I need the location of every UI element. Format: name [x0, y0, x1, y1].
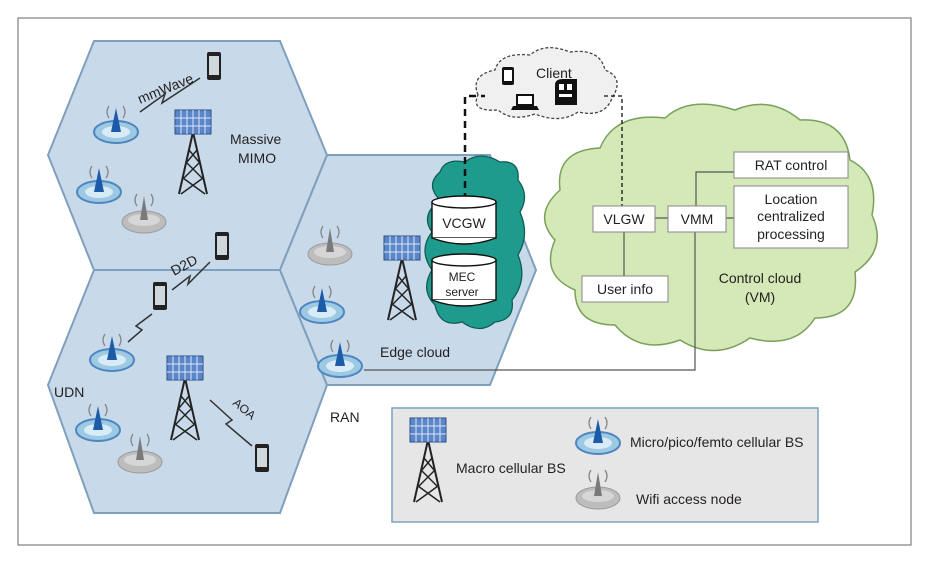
control-cloud-label-line1: Control cloud	[719, 270, 802, 286]
link-client-vlgw	[604, 95, 623, 210]
mmwave-link	[139, 77, 201, 113]
aoa-link	[209, 399, 253, 447]
client-phone-icon	[502, 67, 514, 85]
vmm-box	[667, 205, 727, 233]
user-info-label: User info	[597, 281, 653, 297]
legend-micro-label: Micro/pico/femto cellular BS	[630, 434, 804, 450]
user-info-box	[581, 275, 669, 303]
phone-icon	[153, 282, 167, 310]
client-train-icon	[555, 79, 577, 105]
vlgw-label: VLGW	[603, 211, 645, 227]
location-label-line3: processing	[757, 226, 825, 242]
mec-label-line2: server	[445, 285, 478, 299]
rat-control-box	[733, 151, 849, 179]
location-label-line1: Location	[765, 191, 818, 207]
control-cloud-label-line2: (VM)	[745, 289, 775, 305]
massive-mimo-label-line2: MIMO	[238, 150, 276, 166]
udn-label: UDN	[54, 384, 84, 400]
rat-control-label: RAT control	[755, 157, 828, 173]
client-laptop-icon	[511, 94, 539, 110]
phone-icon	[215, 232, 229, 260]
vmm-label: VMM	[681, 211, 714, 227]
edge-cloud-label: Edge cloud	[380, 344, 450, 360]
location-label-line2: centralized	[757, 208, 825, 224]
d2d-link	[171, 261, 211, 291]
mec-label-line1: MEC	[449, 270, 476, 284]
vcgw-label: VCGW	[442, 215, 486, 231]
link-edge-bs-control	[364, 230, 696, 371]
vlgw-box	[592, 205, 656, 233]
phone-icon	[255, 444, 269, 472]
legend-wifi-label: Wifi access node	[636, 491, 742, 507]
legend-macro-label: Macro cellular BS	[456, 460, 566, 476]
mec-server-cylinder	[431, 253, 497, 307]
massive-mimo-label-line1: Massive	[230, 131, 282, 147]
vcgw-cylinder	[431, 195, 497, 245]
link-vmm-rat	[695, 171, 734, 206]
ran-label: RAN	[330, 409, 360, 425]
client-label: Client	[536, 65, 572, 81]
client-cloud	[475, 47, 618, 120]
location-box	[733, 185, 849, 249]
phone-link-udn	[127, 313, 153, 343]
phone-icon	[207, 52, 221, 80]
